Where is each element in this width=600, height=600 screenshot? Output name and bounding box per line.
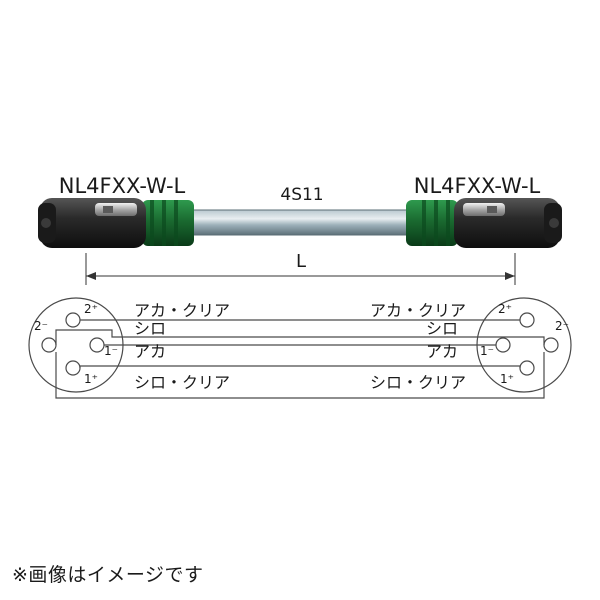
length-label: L (296, 251, 306, 272)
left-connector (38, 198, 194, 248)
cable-model: 4S11 (280, 185, 323, 205)
left-pin-1plus-label: 1⁺ (84, 372, 98, 386)
right-wire-label-2: シロ (426, 319, 458, 338)
wire-lines (55, 319, 545, 399)
right-pin-1plus (519, 360, 535, 376)
left-wire-label-4: シロ・クリア (134, 373, 230, 392)
left-pin-2plus (65, 312, 81, 328)
image-disclaimer: ※画像はイメージです (12, 564, 204, 586)
right-connector (406, 198, 562, 248)
right-pin-1minus (495, 337, 511, 353)
right-wire-label-4: シロ・クリア (370, 373, 466, 392)
left-pin-1minus (89, 337, 105, 353)
right-wire-label-1: アカ・クリア (370, 301, 466, 320)
right-pin-2minus-label: 2⁻ (555, 319, 569, 333)
right-connector-collar (406, 200, 458, 246)
right-wire-label-3: アカ (426, 342, 458, 361)
right-pin-face (476, 297, 572, 393)
wire-return (55, 352, 545, 399)
left-wire-label-3: アカ (134, 342, 166, 361)
cable (184, 209, 416, 236)
right-pin-2minus (543, 337, 559, 353)
left-connector-latch (95, 203, 137, 216)
right-pin-2plus (519, 312, 535, 328)
left-connector-model: NL4FXX-W-L (59, 174, 186, 198)
left-wire-label-1: アカ・クリア (134, 301, 230, 320)
right-pin-1plus-label: 1⁺ (500, 372, 514, 386)
left-pin-2minus (41, 337, 57, 353)
right-pin-1minus-label: 1⁻ (480, 344, 494, 358)
left-connector-collar (142, 200, 194, 246)
left-pin-2plus-label: 2⁺ (84, 302, 98, 316)
left-pin-2minus-label: 2⁻ (34, 319, 48, 333)
length-dimension (85, 253, 516, 285)
left-wire-label-2: シロ (134, 319, 166, 338)
right-connector-latch (463, 203, 505, 216)
wire-shiro-clear (79, 365, 521, 368)
right-connector-model: NL4FXX-W-L (414, 174, 541, 198)
left-pin-1plus (65, 360, 81, 376)
left-pin-1minus-label: 1⁻ (104, 344, 118, 358)
wire-shiro (55, 329, 545, 345)
right-pin-2plus-label: 2⁺ (498, 302, 512, 316)
